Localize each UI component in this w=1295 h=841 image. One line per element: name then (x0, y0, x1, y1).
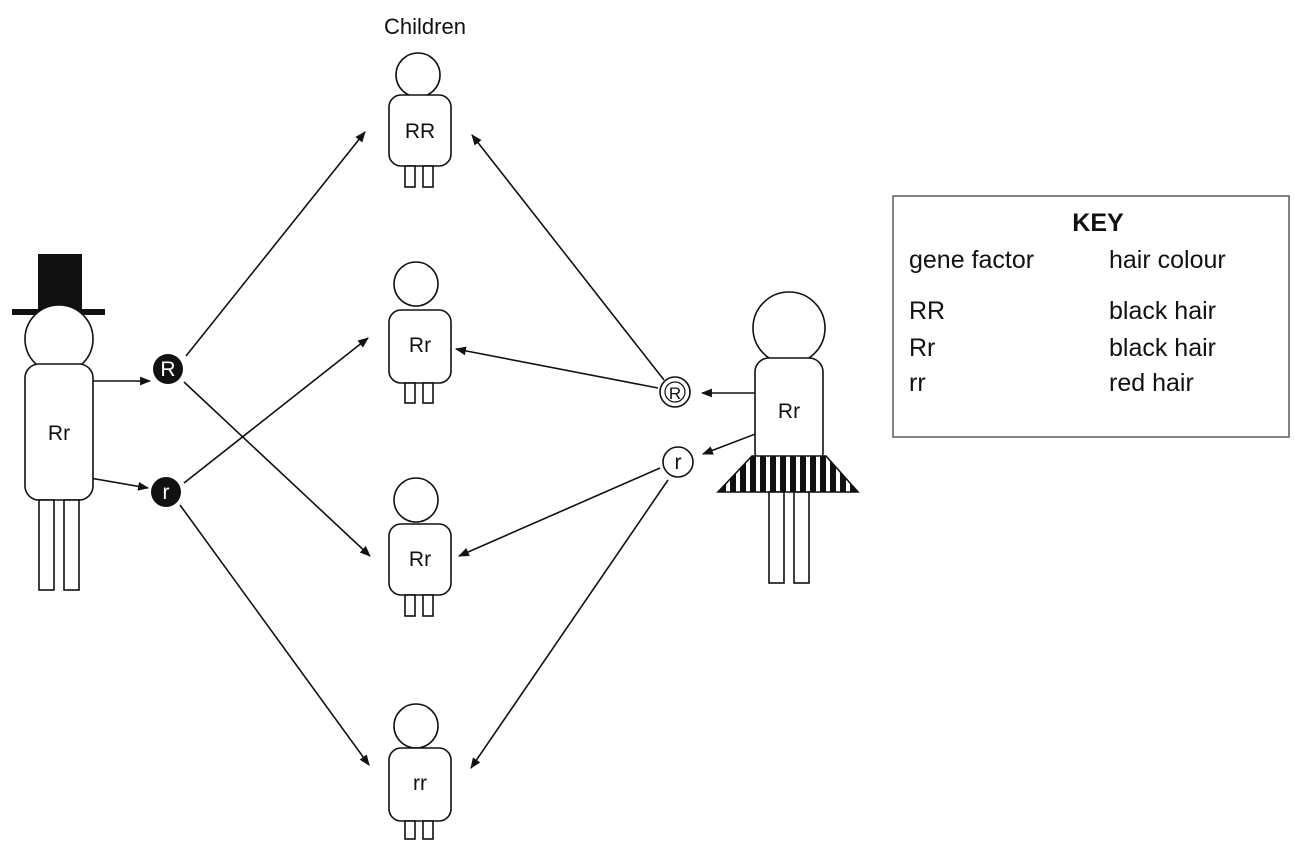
arrow-r-to-child2 (183, 337, 369, 484)
mother-gamete-R: R (659, 376, 691, 408)
father-genotype: Rr (48, 422, 70, 445)
mother-gamete-r-label: r (675, 451, 682, 474)
children-title: Children (384, 14, 466, 39)
arrow-R-to-child3 (183, 381, 371, 557)
mother-gamete-r: r (662, 446, 694, 478)
child-2-genotype: Rr (409, 334, 431, 357)
child-1-genotype: RR (405, 120, 435, 143)
father-leg-left (38, 499, 55, 591)
key-col1-header: gene factor (909, 246, 1034, 274)
child-3-figure (388, 477, 452, 617)
key-row-1-gene: RR (909, 297, 945, 325)
child-2-figure (388, 261, 452, 404)
arrow-motherR-to-child2 (454, 346, 659, 389)
mother-gamete-R-label: R (669, 384, 681, 403)
mother-skirt (716, 455, 860, 493)
father-leg-right (63, 499, 80, 591)
key-row-3-colour: red hair (1109, 369, 1194, 397)
mother-leg-left (768, 491, 785, 584)
father-gamete-r-label: r (163, 481, 170, 504)
father-gamete-r: r (151, 477, 181, 507)
key-heading: KEY (1072, 209, 1124, 237)
key-col2-header: hair colour (1109, 246, 1226, 274)
key-row-3-gene: rr (909, 369, 926, 397)
child-4-figure (388, 703, 452, 840)
arrow-r-to-child4 (179, 504, 370, 766)
arrow-motherr-to-child4 (470, 479, 669, 769)
child-3-genotype: Rr (409, 548, 431, 571)
key-row-2-gene: Rr (909, 334, 935, 362)
mother-genotype: Rr (778, 400, 800, 423)
father-gamete-R-label: R (160, 358, 175, 381)
mother-head (752, 291, 826, 365)
key-row-2-colour: black hair (1109, 334, 1216, 362)
arrows (54, 131, 783, 769)
arrow-R-to-child1 (185, 131, 366, 357)
child-1-figure (388, 52, 452, 188)
key-box: KEY gene factor hair colour RR black hai… (892, 195, 1290, 438)
arrow-motherr-to-child3 (457, 467, 661, 557)
father-head (24, 304, 94, 374)
arrow-motherR-to-child1 (471, 134, 665, 381)
mother-leg-right (793, 491, 810, 584)
child-4-genotype: rr (413, 772, 427, 795)
key-row-1-colour: black hair (1109, 297, 1216, 325)
top-hat-crown (38, 254, 82, 311)
father-gamete-R: R (153, 354, 183, 384)
father-body (24, 363, 94, 501)
mother-figure (716, 291, 860, 584)
father-figure (12, 254, 105, 591)
